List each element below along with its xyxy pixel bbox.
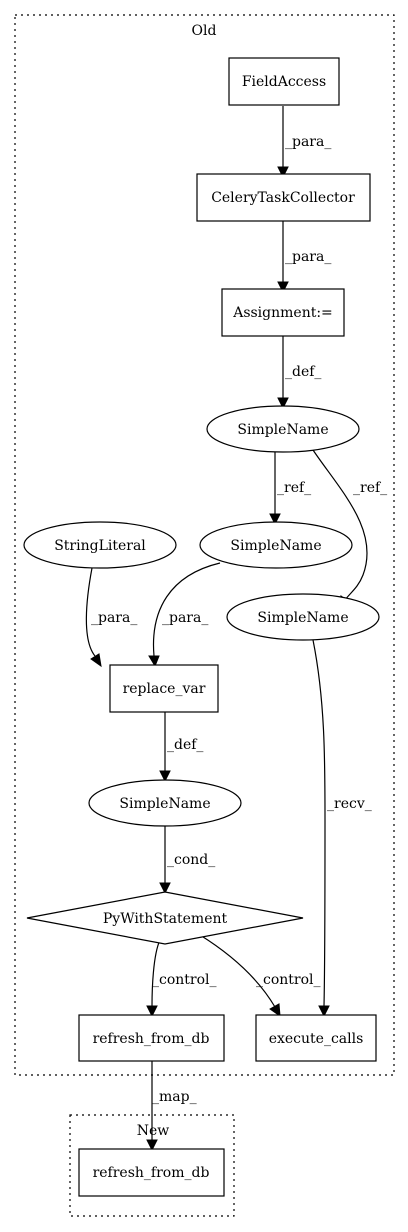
edge-label: _def_	[167, 737, 203, 753]
edge-stringliteral-to-replace-var: _para_	[85, 567, 137, 668]
svg-text:FieldAccess: FieldAccess	[242, 74, 326, 90]
edge-replace-var-to-simplename: _def_	[159, 712, 203, 783]
svg-text:CeleryTaskCollector: CeleryTaskCollector	[211, 190, 355, 206]
edge-pywith-to-refresh-old: _control_	[146, 939, 217, 1018]
svg-text:refresh_from_db: refresh_from_db	[93, 1165, 210, 1181]
svg-text:replace_var: replace_var	[123, 681, 206, 697]
edge-simplename-to-execute-calls: _recv_	[312, 639, 372, 1018]
cluster-new: New	[69, 1114, 235, 1217]
edge-label: _para_	[285, 134, 331, 150]
svg-text:execute_calls: execute_calls	[269, 1031, 364, 1047]
edge-label: _ref_	[353, 480, 387, 496]
node-py-with-statement: PyWithStatement	[26, 891, 304, 945]
edge-assignment-to-simplename: _def_	[277, 336, 321, 410]
edge-label: _recv_	[327, 796, 372, 812]
svg-text:StringLiteral: StringLiteral	[54, 538, 146, 554]
node-simple-name-1: SimpleName	[206, 405, 360, 453]
edge-label: _para_	[91, 610, 137, 626]
edge-label: _def_	[285, 364, 321, 380]
edge-label: _ref_	[277, 480, 311, 496]
edge-simplename-to-replace-var: _para_	[148, 562, 221, 668]
edge-label: _map_	[152, 1089, 197, 1105]
edge-label: _cond_	[167, 852, 215, 868]
svg-text:SimpleName: SimpleName	[230, 538, 321, 554]
cluster-new-label: New	[137, 1123, 170, 1139]
svg-text:Assignment:=: Assignment:=	[232, 305, 333, 321]
edge-simplename-to-pywith: _cond_	[159, 825, 215, 895]
node-assignment: Assignment:=	[221, 288, 345, 337]
node-field-access: FieldAccess	[228, 57, 340, 106]
node-string-literal: StringLiteral	[23, 521, 177, 569]
node-simple-name-3: SimpleName	[226, 593, 380, 641]
svg-text:refresh_from_db: refresh_from_db	[93, 1031, 210, 1047]
edge-label: _control_	[256, 972, 321, 988]
svg-text:SimpleName: SimpleName	[237, 422, 328, 438]
edge-field-access-to-celery: _para_	[277, 106, 331, 179]
node-replace-var: replace_var	[109, 664, 219, 713]
edge-simplename-to-simplename-left: _ref_	[269, 450, 311, 526]
node-simple-name-4: SimpleName	[88, 779, 242, 827]
edge-celery-to-assignment: _para_	[277, 221, 331, 294]
node-celery-task-collector: CeleryTaskCollector	[196, 173, 371, 222]
cluster-old-label: Old	[192, 23, 217, 39]
svg-text:SimpleName: SimpleName	[119, 796, 210, 812]
svg-text:PyWithStatement: PyWithStatement	[103, 911, 228, 927]
svg-text:SimpleName: SimpleName	[257, 610, 348, 626]
cluster-old: Old	[14, 14, 395, 1076]
node-refresh-from-db-new: refresh_from_db	[78, 1148, 225, 1197]
node-execute-calls: execute_calls	[255, 1014, 377, 1062]
node-simple-name-2: SimpleName	[199, 521, 353, 569]
edge-refresh-old-to-new: _map_	[146, 1061, 197, 1152]
node-refresh-from-db-old: refresh_from_db	[78, 1014, 225, 1062]
edge-label: _para_	[285, 249, 331, 265]
edge-pywith-to-execute-calls: _control_	[199, 934, 321, 1018]
edge-label: _para_	[162, 610, 208, 626]
edge-label: _control_	[152, 972, 217, 988]
